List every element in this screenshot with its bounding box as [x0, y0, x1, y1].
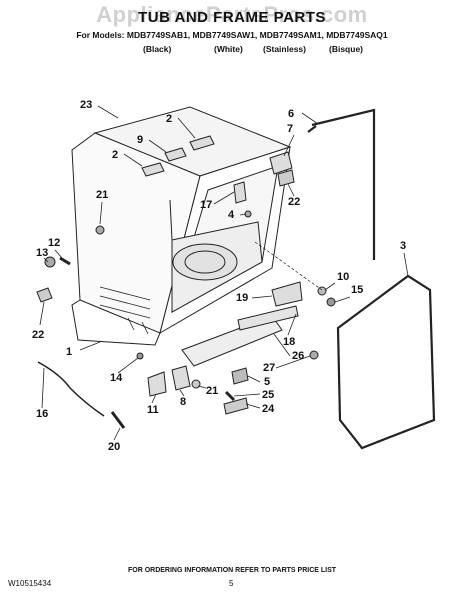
screw-12	[59, 256, 71, 266]
watermark: AppliancePartsPros.com	[96, 2, 368, 27]
gasket-6	[311, 108, 376, 260]
callout-11: 11	[147, 404, 159, 416]
callout-6: 6	[288, 108, 294, 120]
sump	[172, 243, 238, 281]
callout-5: 5	[264, 376, 270, 388]
callout-12: 12	[48, 237, 60, 249]
bracket-18	[237, 305, 299, 331]
callout-3: 3	[400, 240, 406, 252]
bracket-top-right	[189, 135, 215, 151]
callout-4: 4	[228, 209, 235, 221]
grommet-10	[317, 286, 327, 296]
callout-9: 9	[137, 134, 143, 146]
callout-18: 18	[283, 336, 295, 348]
foot-22	[36, 287, 53, 303]
callout-16: 16	[36, 408, 48, 420]
callout-2-top: 2	[166, 113, 172, 125]
gasket-3	[336, 274, 436, 450]
page-number: 5	[229, 579, 234, 588]
callout-24: 24	[262, 403, 275, 415]
callout-7: 7	[287, 123, 293, 135]
color-stainless: (Stainless)	[263, 44, 306, 54]
callout-14: 14	[110, 372, 123, 384]
clip-22	[277, 169, 295, 187]
leveler-11	[147, 371, 167, 397]
bracket-19	[271, 281, 303, 307]
screw-14	[136, 352, 144, 360]
bracket-24	[223, 397, 249, 415]
callout-22-right: 22	[288, 196, 300, 208]
callout-19: 19	[236, 292, 248, 304]
screw-21-left	[95, 225, 105, 235]
screw-15	[326, 297, 336, 307]
callout-23: 23	[80, 99, 92, 111]
washer-21-bottom	[191, 379, 201, 389]
callout-2-left: 2	[112, 149, 118, 161]
model-list: For Models: MDB7749SAB1, MDB7749SAW1, MD…	[76, 30, 388, 40]
callout-13: 13	[36, 247, 48, 259]
color-white: (White)	[214, 44, 243, 54]
page-title: TUB AND FRAME PARTS	[138, 9, 326, 26]
bracket-top-left	[141, 162, 165, 177]
spring-17	[233, 181, 247, 204]
callout-22-left: 22	[32, 329, 44, 341]
clip-5	[231, 367, 249, 385]
callout-21-bottom: 21	[206, 385, 218, 397]
bracket-8	[171, 365, 191, 391]
callout-1: 1	[66, 346, 72, 358]
callout-21-left: 21	[96, 189, 108, 201]
document-number: W10515434	[8, 579, 52, 588]
callout-15: 15	[351, 284, 363, 296]
cable-16	[37, 361, 105, 417]
callout-10: 10	[337, 271, 349, 283]
callout-17: 17	[200, 199, 212, 211]
callout-25: 25	[262, 389, 274, 401]
bolt-25	[224, 390, 236, 402]
latch-7	[269, 151, 293, 175]
callout-8: 8	[180, 396, 186, 408]
callout-20: 20	[108, 441, 120, 453]
ordering-note: FOR ORDERING INFORMATION REFER TO PARTS …	[127, 567, 337, 574]
color-bisque: (Bisque)	[329, 44, 363, 54]
screw-27	[309, 350, 319, 360]
tub-left-side	[71, 132, 201, 334]
nut-13	[44, 256, 56, 268]
heater-20	[110, 411, 126, 429]
bracket-top-mid	[164, 147, 187, 162]
color-black: (Black)	[143, 44, 172, 54]
callout-27: 27	[263, 362, 275, 374]
